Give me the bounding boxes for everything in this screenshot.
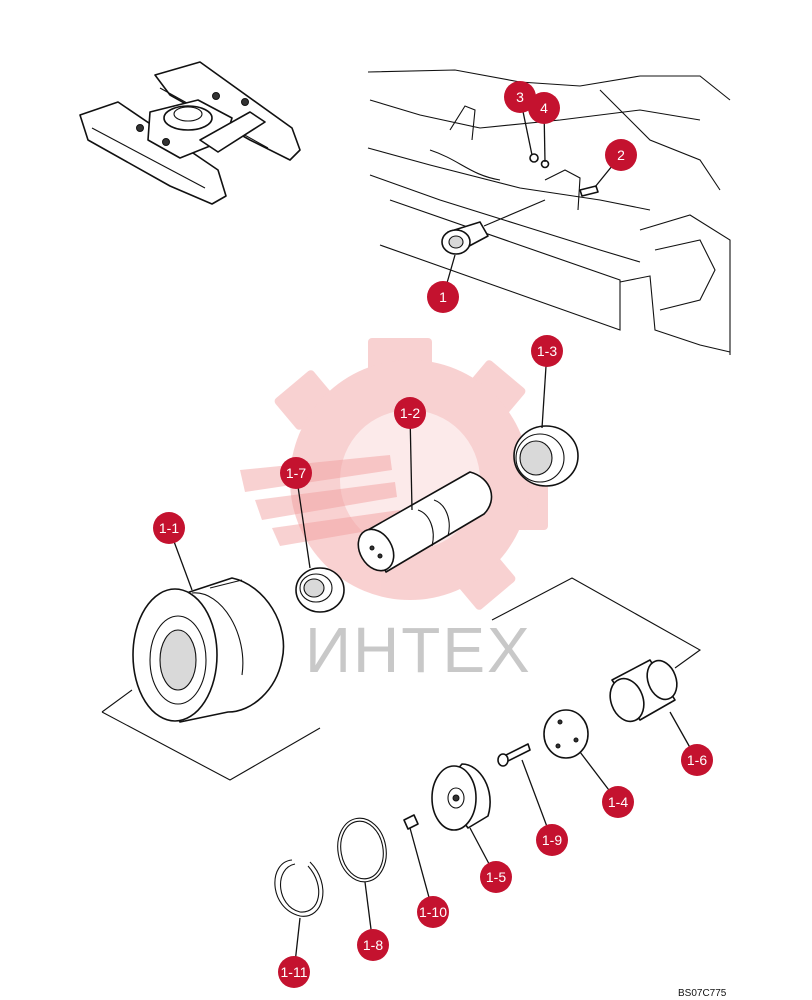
svg-text:1-7: 1-7 [286, 465, 306, 481]
bolt-1-9 [497, 743, 531, 767]
callout-2: 2 [605, 139, 637, 171]
svg-text:3: 3 [516, 89, 524, 105]
bushing-1-6 [609, 659, 678, 723]
snap-ring-1-11 [274, 859, 324, 917]
callout-1-4: 1-4 [602, 786, 634, 818]
watermark-text: ИНТЕХ [305, 614, 532, 686]
callout-1-10: 1-10 [417, 896, 449, 928]
collar-1-3 [513, 425, 579, 487]
svg-text:1-6: 1-6 [687, 752, 707, 768]
svg-text:1-3: 1-3 [537, 343, 557, 359]
callout-1-3: 1-3 [531, 335, 563, 367]
svg-text:1-9: 1-9 [542, 832, 562, 848]
svg-text:1-8: 1-8 [363, 937, 383, 953]
collar-1-7 [295, 567, 345, 613]
roller-shell-1-1 [132, 577, 285, 723]
callout-1-6: 1-6 [681, 744, 713, 776]
callout-1-5: 1-5 [480, 861, 512, 893]
o-ring-1-8 [337, 817, 387, 883]
callout-1-11: 1-11 [278, 956, 310, 988]
figure-code: BS07C775 [678, 988, 727, 999]
cover-plate-1-4 [543, 709, 589, 759]
undercarriage-overview [79, 61, 301, 205]
svg-text:1-1: 1-1 [159, 520, 179, 536]
callout-1-1: 1-1 [153, 512, 185, 544]
svg-text:1-5: 1-5 [486, 869, 506, 885]
callout-1-7: 1-7 [280, 457, 312, 489]
svg-text:1-10: 1-10 [419, 904, 447, 920]
watermark-gear-logo [240, 338, 548, 610]
group-bracket-1-1 [101, 689, 321, 781]
callout-1: 1 [427, 281, 459, 313]
callout-3: 3 [504, 81, 536, 113]
group-bracket-lower [491, 577, 702, 669]
callout-1-2: 1-2 [394, 397, 426, 429]
plug-1-10 [403, 814, 419, 830]
svg-text:1-4: 1-4 [608, 794, 628, 810]
callout-4: 4 [528, 92, 560, 124]
shaft-1-2 [357, 471, 493, 573]
svg-text:1-2: 1-2 [400, 405, 420, 421]
svg-text:2: 2 [617, 147, 625, 163]
callout-1-9: 1-9 [536, 824, 568, 856]
svg-text:1-11: 1-11 [281, 964, 308, 980]
svg-text:1: 1 [439, 289, 447, 305]
track-frame-assembly [367, 69, 731, 355]
callout-1-8: 1-8 [357, 929, 389, 961]
svg-text:4: 4 [540, 100, 548, 116]
seal-carrier-1-5 [431, 763, 491, 831]
